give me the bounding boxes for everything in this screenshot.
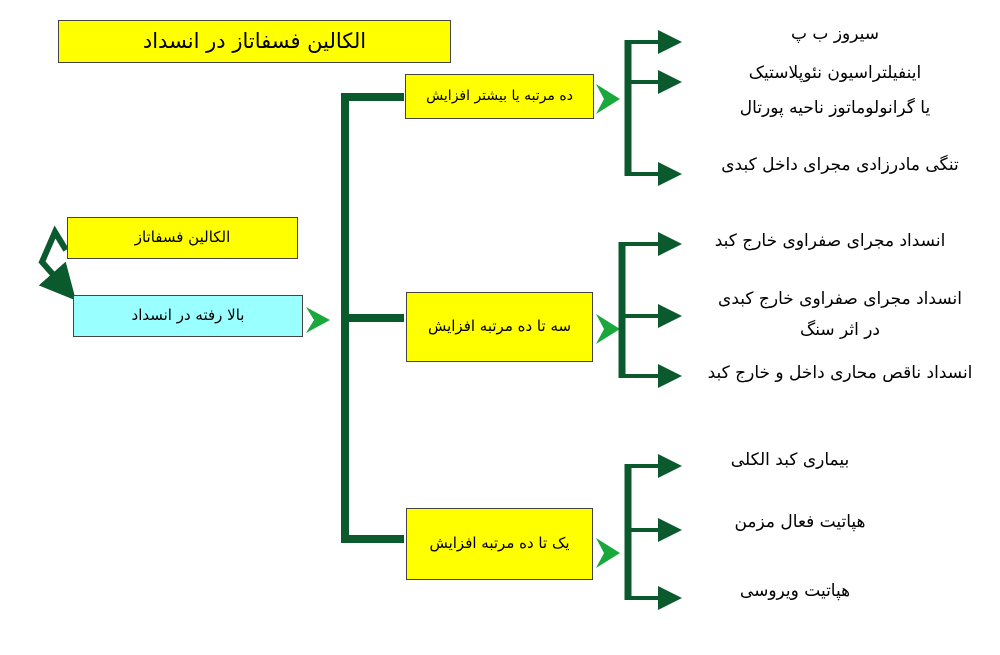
pointer-icon: [596, 538, 620, 568]
item-label: هپاتیت فعال مزمن: [734, 512, 866, 532]
item-label: انسداد ناقص محاری داخل و خارج کبد: [707, 363, 973, 383]
item-label: سیروز ب پ: [791, 24, 879, 44]
alp-box: الکالین فسفاتاز: [67, 217, 298, 259]
branch-label: سه تا ده مرتبه افزایش: [427, 317, 572, 336]
item-label: تنگی مادرزادی مجرای داخل کبدی: [721, 155, 959, 175]
item-label: انسداد مجرای صفراوی خارج کبدی: [718, 289, 962, 309]
item-label: در اثر سنگ: [799, 320, 880, 340]
branch-label: ده مرتبه یا بیشتر افزایش: [426, 88, 573, 105]
pointer-icon: [596, 84, 620, 114]
pointer-icon: [596, 314, 620, 344]
item-label: یا گرانولوماتوز ناحیه پورتال: [739, 98, 931, 118]
item-label: بیماری کبد الکلی: [730, 450, 850, 470]
left-curve-arrow: [38, 225, 76, 301]
branch-box-3: یک تا ده مرتبه افزایش: [406, 508, 593, 580]
item-label: اینفیلتراسیون نئوپلاستیک: [748, 63, 922, 83]
branch-box-1: ده مرتبه یا بیشتر افزایش: [405, 74, 594, 119]
item-label: هپاتیت ویروسی: [739, 581, 851, 601]
alp-label: الکالین فسفاتاز: [134, 228, 231, 247]
branch-label: یک تا ده مرتبه افزایش: [429, 534, 570, 553]
elevated-label: بالا رفته در انسداد: [131, 306, 245, 325]
item-label: انسداد مجرای صفراوی خارج کبد: [714, 231, 946, 251]
elevated-box: بالا رفته در انسداد: [73, 295, 303, 337]
pointer-icon: [306, 307, 330, 333]
branch-box-2: سه تا ده مرتبه افزایش: [406, 292, 593, 362]
title-box: الکالین فسفاتاز در انسداد: [58, 20, 451, 63]
diagram-title: الکالین فسفاتاز در انسداد: [142, 28, 367, 53]
